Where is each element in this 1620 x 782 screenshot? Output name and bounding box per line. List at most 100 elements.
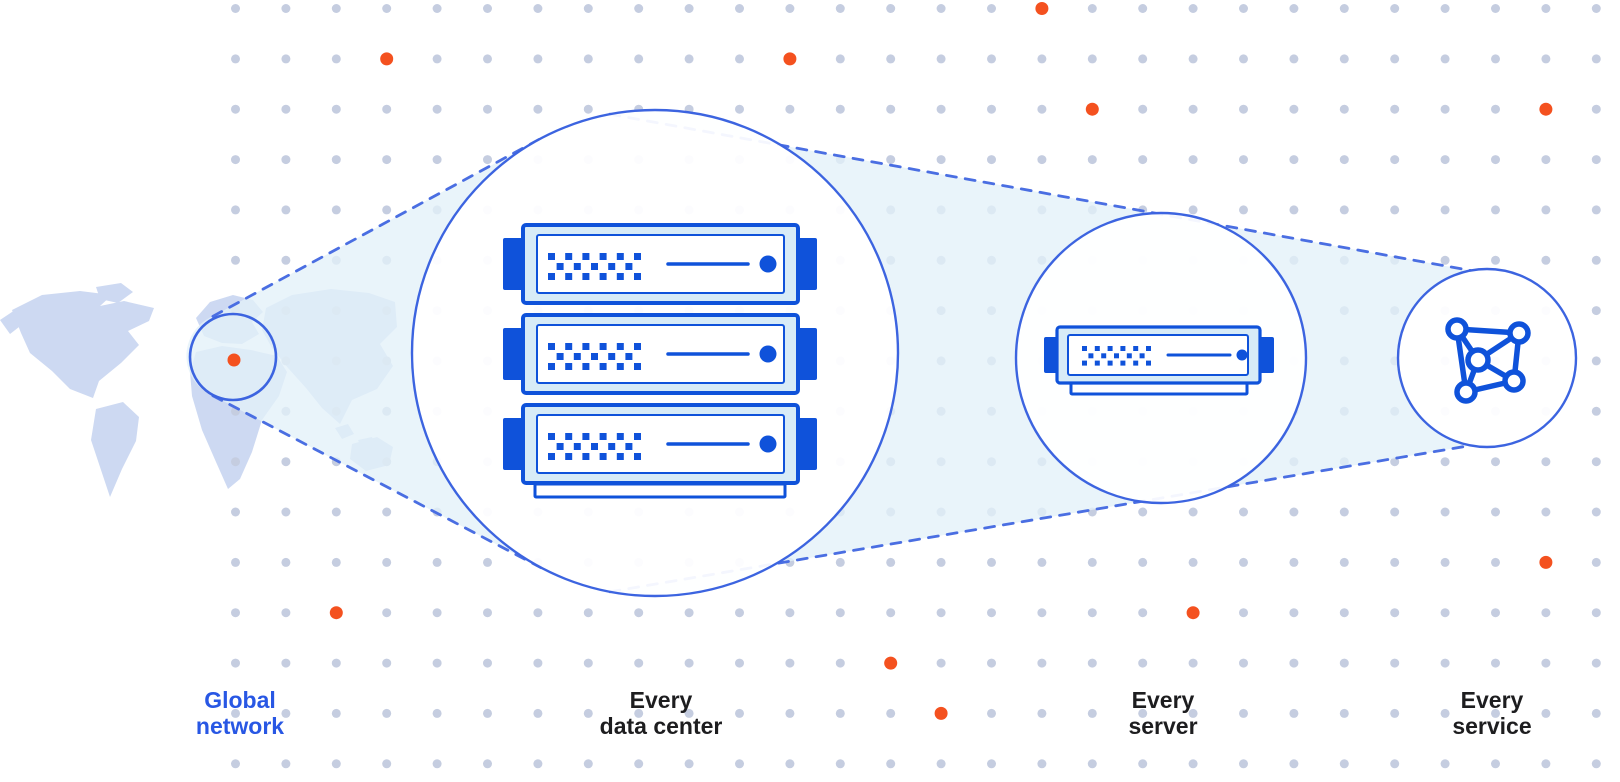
grid-dot: [1289, 205, 1299, 215]
grid-dot: [785, 4, 795, 13]
dither-pixel: [1088, 353, 1094, 359]
dither-pixel: [599, 343, 607, 350]
grid-dot: [886, 608, 896, 618]
grid-dot: [1087, 608, 1097, 618]
grid-dot: [231, 255, 240, 265]
grid-dot: [735, 658, 744, 668]
grid-dot: [1491, 759, 1500, 769]
server-faceplate: [536, 414, 785, 474]
grid-dot: [987, 708, 996, 718]
grid-dot: [1339, 658, 1349, 668]
grid-dot: [886, 104, 896, 114]
grid-dot: [1289, 759, 1299, 769]
dither-pixel: [556, 443, 564, 450]
grid-dot: [533, 54, 543, 64]
grid-dot: [331, 104, 341, 114]
dither-pixel: [1139, 353, 1145, 359]
grid-dot: [231, 507, 240, 517]
grid-dot: [936, 759, 946, 769]
grid-dot: [533, 608, 543, 618]
dither-pixel: [565, 453, 573, 460]
server-base-tray: [1069, 381, 1249, 396]
grid-dot: [987, 608, 996, 618]
grid-dot: [1440, 104, 1450, 114]
grid-dot: [231, 557, 240, 567]
grid-dot: [382, 507, 392, 517]
grid-dot: [1390, 507, 1400, 517]
grid-dot: [886, 708, 896, 718]
dither-pixel: [634, 363, 641, 370]
grid-dot: [1289, 608, 1299, 618]
zoom-beam-map-to-datacenter: [186, 138, 541, 568]
grid-dot: [936, 54, 946, 64]
grid-dot: [735, 54, 744, 64]
grid-dot: [1440, 255, 1450, 265]
grid-dot: [533, 104, 543, 114]
grid-dot: [1239, 205, 1248, 215]
grid-dot: [936, 608, 946, 618]
grid-dot: [1339, 507, 1349, 517]
grid-dot: [1339, 155, 1349, 165]
dither-pixel: [1107, 360, 1113, 366]
mesh-node: [1502, 369, 1526, 393]
grid-dot: [1491, 658, 1500, 668]
grid-dot: [936, 557, 946, 567]
grid-dot: [1491, 557, 1500, 567]
grid-dot: [483, 608, 492, 618]
grid-dot: [1390, 658, 1400, 668]
grid-dot: [382, 658, 392, 668]
dither-pixel: [582, 343, 590, 350]
grid-dot: [1591, 155, 1601, 165]
zoom-guide-line-bottom-right: [608, 444, 1472, 594]
grid-dot: [483, 658, 492, 668]
grid-dot: [281, 507, 291, 517]
grid-dot: [483, 155, 492, 165]
dither-pixel: [548, 453, 555, 460]
grid-dot: [1138, 507, 1148, 517]
server-power-dot: [759, 255, 777, 273]
grid-dot: [1339, 708, 1349, 718]
label-every-data-center: Every data center: [600, 687, 723, 739]
dither-pixel: [634, 433, 641, 440]
grid-dot: [785, 104, 795, 114]
grid-dot: [936, 658, 946, 668]
grid-dot: [382, 608, 392, 618]
grid-dot: [1491, 708, 1500, 718]
dither-pixel: [1094, 346, 1100, 351]
grid-dot: [483, 708, 492, 718]
grid-dot: [1491, 155, 1500, 165]
grid-dot: [331, 557, 341, 567]
grid-dot: [1541, 255, 1551, 265]
dither-pixel: [1107, 346, 1113, 351]
grid-dot: [1188, 104, 1198, 114]
grid-dot: [634, 708, 644, 718]
grid-dot: [583, 4, 593, 13]
grid-dot: [1037, 155, 1047, 165]
grid-dot: [684, 759, 694, 769]
mesh-node: [1507, 321, 1531, 345]
dither-pixel: [565, 253, 573, 260]
label-line: Global: [204, 687, 276, 713]
grid-dot: [382, 557, 392, 567]
grid-dot: [684, 4, 694, 13]
grid-dot: [1087, 708, 1097, 718]
label-global-network: Global network: [196, 687, 284, 739]
grid-dot: [1138, 759, 1148, 769]
grid-dot: [1188, 557, 1198, 567]
dither-pixel: [565, 273, 573, 280]
dither-pixel: [582, 453, 590, 460]
grid-dot: [634, 4, 644, 13]
grid-dot: [1541, 507, 1551, 517]
orange-accent-dot: [1186, 606, 1200, 620]
grid-dot: [634, 608, 644, 618]
grid-dot: [281, 708, 291, 718]
grid-dot: [1289, 4, 1299, 13]
dither-pixel: [573, 353, 581, 360]
grid-dot: [1440, 457, 1450, 467]
grid-dot: [583, 658, 593, 668]
grid-dot: [1087, 54, 1097, 64]
dither-pixel: [591, 443, 598, 450]
dither-pixel: [1146, 346, 1151, 351]
